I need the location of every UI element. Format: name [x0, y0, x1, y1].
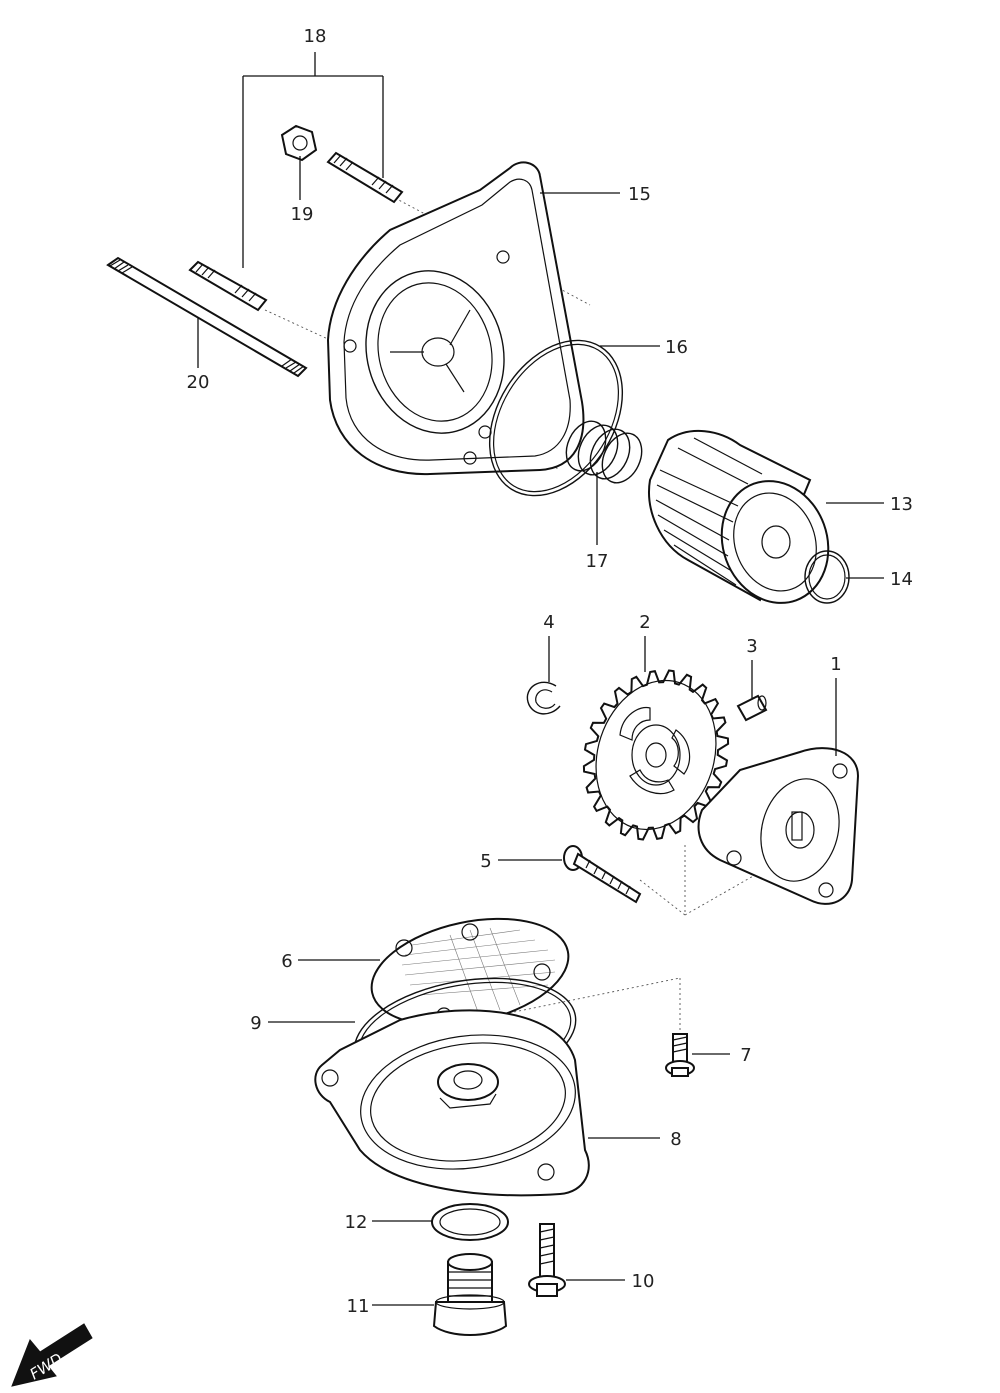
callout-3: 3 [746, 636, 757, 657]
part-4-circlip [526, 681, 561, 715]
callout-2: 2 [639, 612, 650, 633]
part-13-oil-filter [648, 429, 830, 604]
fwd-arrow-icon [11, 1323, 93, 1387]
callout-7: 7 [740, 1045, 751, 1066]
callout-5: 5 [480, 851, 491, 872]
callout-17: 17 [586, 551, 609, 572]
fwd-direction-marker: FWD [11, 1323, 93, 1387]
part-19-nut [280, 124, 318, 162]
part-3-dowel-pin [736, 694, 768, 722]
part-18-stud-lower [188, 260, 268, 312]
callout-18: 18 [304, 26, 327, 47]
part-15-filter-cover [326, 161, 585, 476]
part-16-o-ring [488, 339, 624, 497]
callout-10: 10 [632, 1271, 655, 1292]
callout-16: 16 [665, 337, 688, 358]
part-8-strainer-cover [314, 1009, 590, 1197]
callout-11: 11 [347, 1296, 370, 1317]
callout-labels: 18 19 20 15 16 17 13 14 4 2 3 1 5 6 9 7 … [187, 26, 913, 1317]
part-12-sealing-washer [431, 1203, 509, 1241]
part-18-stud-upper [326, 151, 404, 204]
part-2-pump-gear [582, 669, 730, 841]
part-20-long-stud [106, 256, 308, 378]
callout-4: 4 [543, 612, 554, 633]
callout-12: 12 [345, 1212, 368, 1233]
leader-lines [197, 52, 884, 1306]
part-11-drain-plug [432, 1253, 508, 1336]
part-10-flange-bolt [528, 1223, 566, 1297]
part-5-bolt [563, 845, 642, 904]
part-7-flange-bolt [665, 1033, 695, 1077]
callout-20: 20 [187, 372, 210, 393]
callout-9: 9 [250, 1013, 261, 1034]
callout-13: 13 [890, 494, 913, 515]
callout-14: 14 [890, 569, 913, 590]
callout-6: 6 [281, 951, 292, 972]
part-1-oil-pump [697, 747, 860, 905]
callout-1: 1 [830, 654, 841, 675]
callout-8: 8 [670, 1129, 681, 1150]
callout-15: 15 [628, 184, 651, 205]
part-14-small-o-ring [804, 550, 850, 604]
part-17-spring [565, 420, 643, 484]
callout-19: 19 [291, 204, 314, 225]
